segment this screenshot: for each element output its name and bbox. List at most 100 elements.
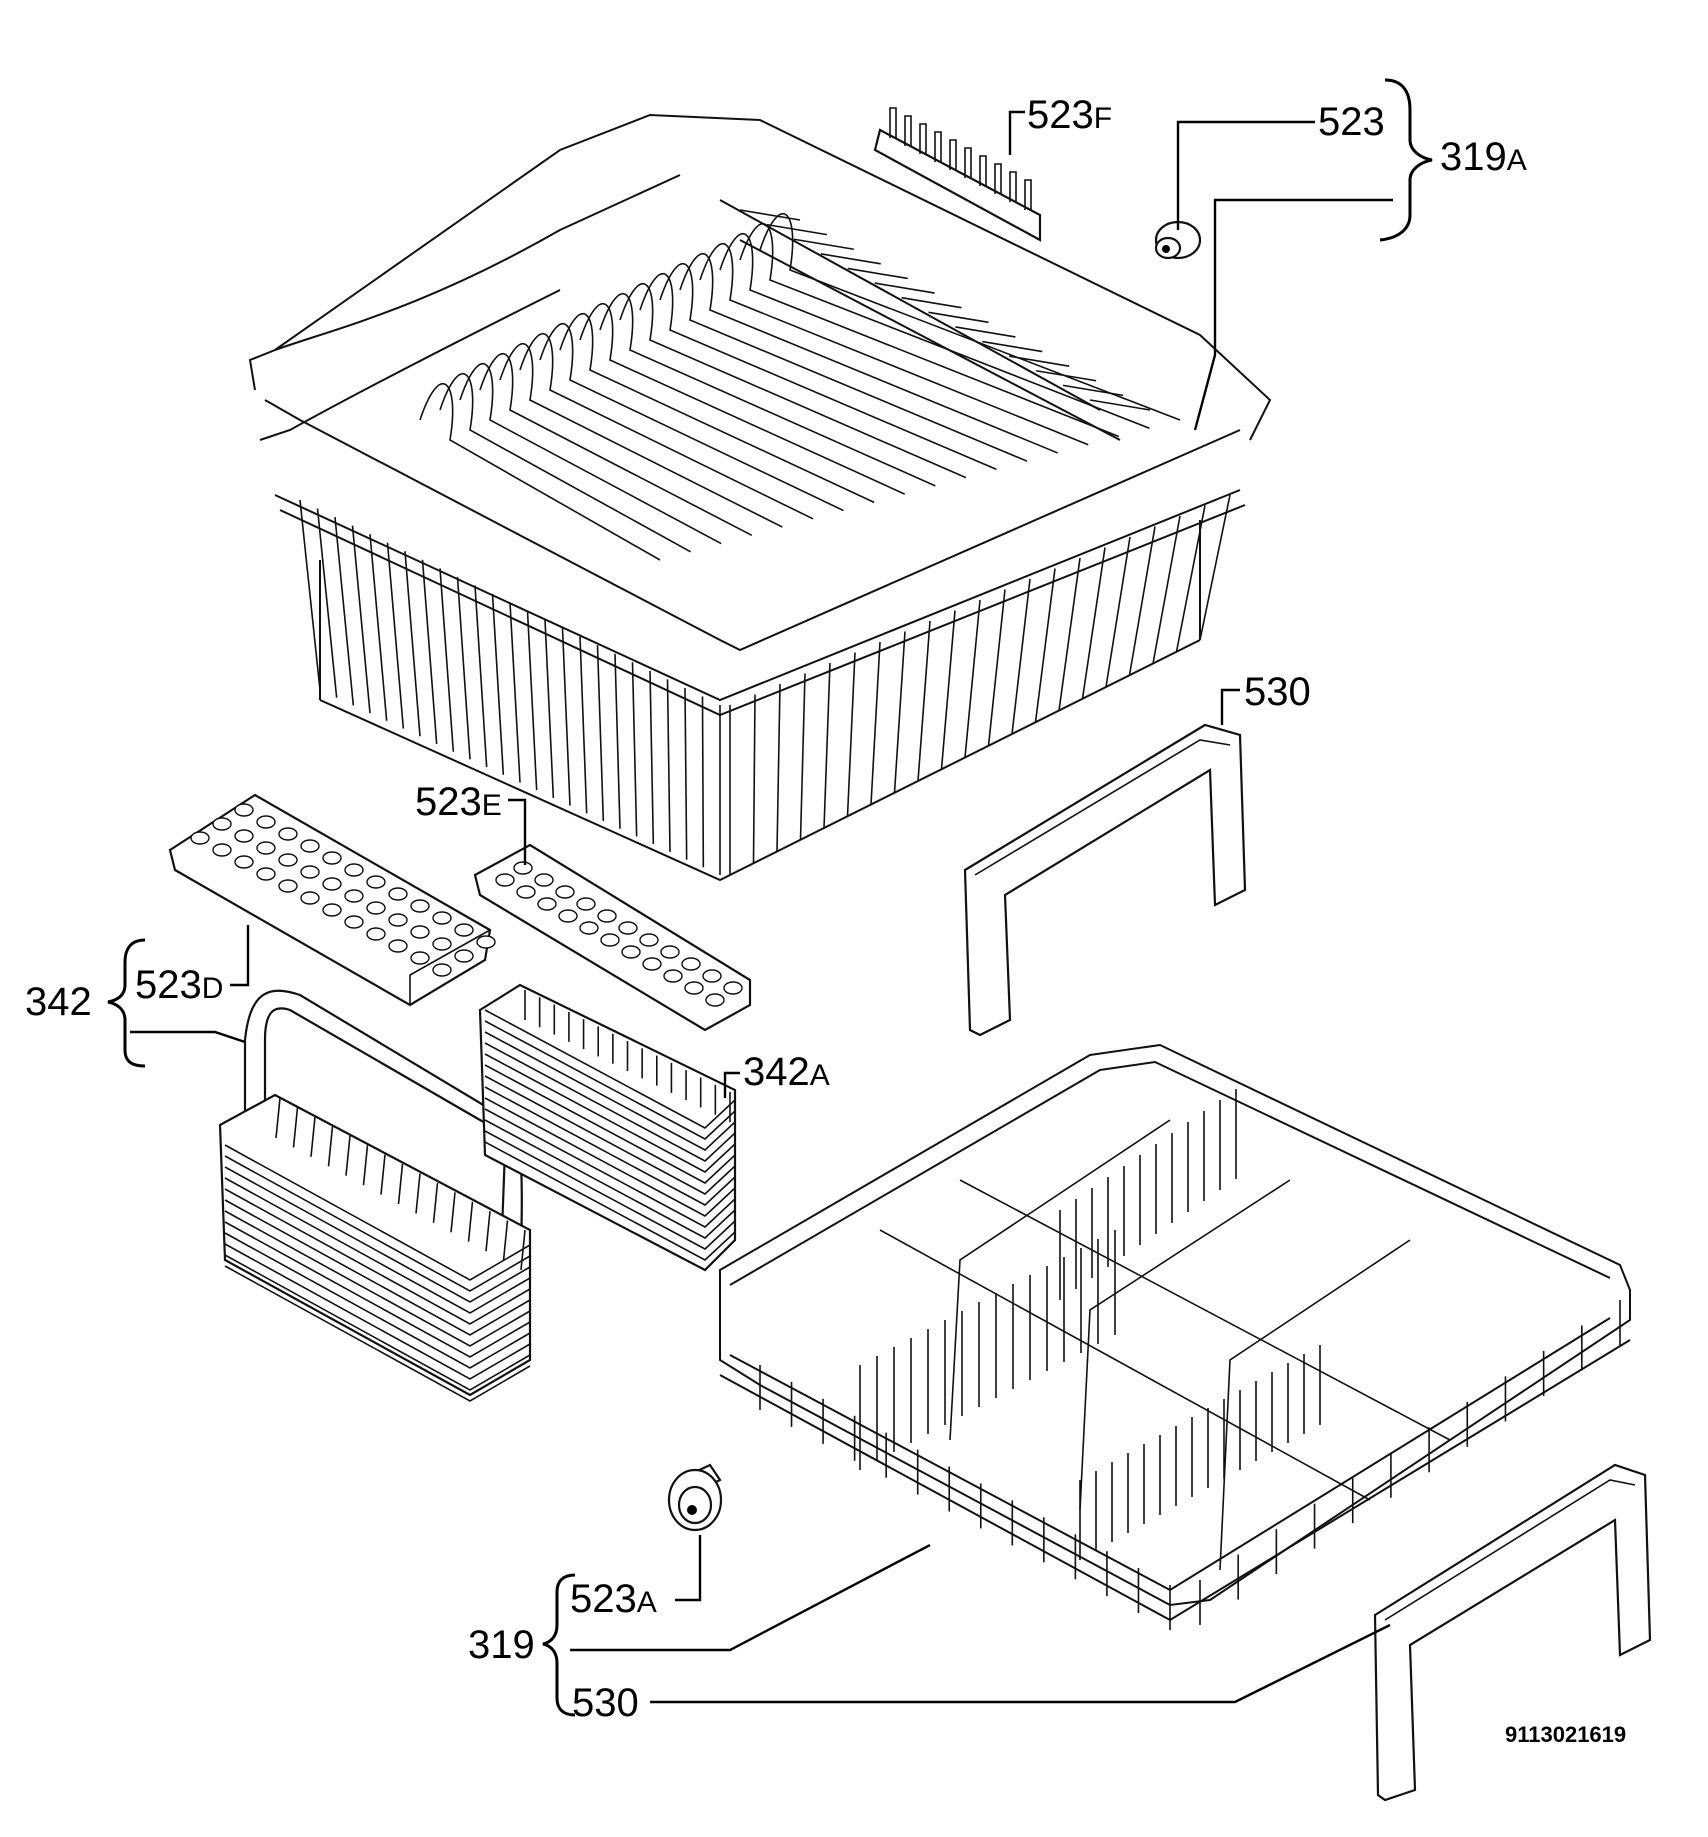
basket-wire — [1011, 578, 1031, 735]
basket-wire — [666, 679, 671, 852]
basket-rib — [224, 1166, 531, 1303]
cup-shelf-wire — [901, 296, 962, 309]
basket-wire — [351, 525, 371, 714]
holder-slot — [660, 945, 680, 959]
cup-shelf-wire — [847, 267, 908, 280]
label-523: 523 — [1318, 100, 1385, 144]
cup-shelf-wire — [1009, 355, 1070, 367]
holder-slot — [516, 885, 536, 899]
basket-wire — [799, 673, 806, 840]
basket-wire — [299, 499, 321, 691]
basket-wire — [509, 602, 521, 783]
plate-rack-wire — [739, 223, 1150, 429]
basket-wire — [987, 589, 1006, 746]
holder-slot — [410, 899, 430, 913]
basket-wire — [1081, 547, 1106, 699]
basket-wire — [631, 662, 638, 837]
cup-shelf-wire — [874, 282, 935, 294]
cup-shelf-wire — [1062, 384, 1124, 397]
plate-rack-wire — [459, 363, 722, 545]
basket-wire — [1175, 505, 1206, 652]
holder-slot — [388, 939, 408, 953]
basket-wire — [1105, 536, 1131, 688]
label-342a: 342A — [743, 1050, 830, 1094]
basket-rib — [484, 1020, 736, 1140]
cup-shelf-wire — [793, 238, 854, 251]
part-342-cutlery-basket — [218, 989, 532, 1402]
holder-slot — [495, 873, 515, 887]
basket-rib — [432, 1182, 439, 1223]
basket-wire — [823, 662, 831, 829]
part-530-rail-top — [963, 723, 1247, 1037]
holder-slot — [579, 921, 599, 935]
basket-wire — [1058, 557, 1081, 711]
holder-slot — [212, 843, 232, 857]
clip-tooth — [919, 123, 927, 154]
cup-shelf-wire — [928, 311, 989, 324]
holder-slot — [322, 877, 342, 891]
holder-slot — [300, 891, 320, 905]
basket-wire — [579, 636, 588, 814]
part-342a-cutlery-basket — [478, 983, 737, 1272]
label-319a: 319A — [1440, 135, 1527, 179]
holder-slot — [621, 945, 641, 959]
holder-slot — [366, 901, 386, 915]
plate-rack-wire — [479, 353, 753, 537]
basket-rib — [484, 1031, 736, 1151]
basket-wire — [1152, 515, 1181, 664]
holder-slot — [234, 803, 254, 817]
holder-slot — [642, 957, 662, 971]
basket-rib — [520, 1229, 526, 1271]
basket-wire — [421, 559, 438, 745]
holder-slot — [432, 937, 452, 951]
clip-tooth — [994, 163, 1002, 194]
holder-slot — [702, 969, 722, 983]
clip-tooth — [979, 155, 987, 186]
plate-rack-wire — [559, 313, 875, 504]
holder-slot — [344, 889, 364, 903]
plate-rack-wire — [539, 323, 844, 512]
holder-slot — [432, 963, 452, 977]
plate-rack-wire — [439, 373, 691, 553]
holder-slot — [322, 903, 342, 917]
basket-rib — [484, 1053, 736, 1173]
callout-labels: 523F 523 319A 530 523E 523D 342 342A 523… — [25, 93, 1626, 1747]
holder-slot — [300, 839, 320, 853]
label-342: 342 — [25, 980, 92, 1024]
basket-rib — [224, 1177, 531, 1314]
holder-slot — [454, 949, 474, 963]
basket-wire — [474, 585, 488, 768]
holder-slot — [278, 827, 298, 841]
holder-slot — [366, 875, 386, 889]
label-530-top: 530 — [1244, 670, 1311, 714]
holder-slot — [537, 897, 557, 911]
plate-rack-wire — [659, 263, 1028, 462]
basket-rib — [292, 1107, 299, 1148]
lower-basket — [719, 1043, 1631, 1630]
holder-slot — [410, 951, 430, 965]
holder-slot — [476, 935, 496, 949]
basket-rib — [310, 1116, 316, 1157]
plate-rack-wire — [759, 213, 1181, 421]
part-523-wheel — [1154, 220, 1202, 260]
basket-rib — [484, 1064, 736, 1184]
basket-wire — [870, 641, 881, 805]
holder-slot — [432, 911, 452, 925]
basket-rib — [275, 1097, 281, 1139]
basket-wire — [369, 534, 388, 721]
label-530-bottom: 530 — [572, 1681, 639, 1725]
cup-shelf-wire — [820, 253, 881, 265]
label-523d: 523D — [135, 963, 223, 1007]
basket-wire — [614, 653, 621, 829]
basket-wire — [526, 611, 538, 791]
diagram-code: 9113021619 — [1505, 1722, 1626, 1747]
plate-rack-wire — [499, 343, 783, 528]
part-523d-holder — [168, 793, 496, 1007]
holder-slot — [618, 921, 638, 935]
basket-wire — [846, 652, 856, 817]
basket-rib — [224, 1265, 531, 1402]
plate-rack-wire — [619, 283, 967, 479]
plate-rack-wire — [679, 253, 1058, 454]
cup-shelf-wire — [1036, 369, 1097, 382]
